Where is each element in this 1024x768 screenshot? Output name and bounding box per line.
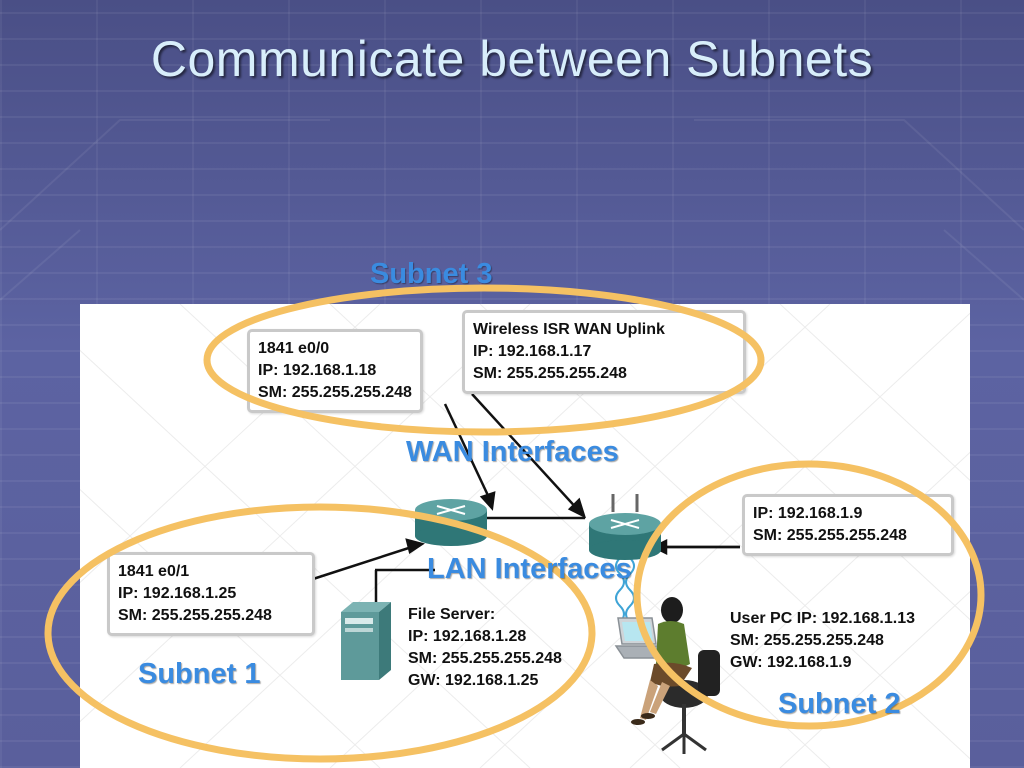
wan-interfaces-label: WAN Interfaces <box>406 436 619 468</box>
user-pc-info: User PC IP: 192.168.1.13 SM: 255.255.255… <box>730 608 915 674</box>
box-line: SM: 255.255.255.248 <box>118 607 272 624</box>
box-line: Wireless ISR WAN Uplink <box>473 321 665 338</box>
box-line: SM: 255.255.255.248 <box>408 650 562 667</box>
slide-title: Communicate between Subnets <box>150 31 874 87</box>
box-line: File Server: <box>408 606 496 623</box>
file-server-icon[interactable] <box>335 596 397 682</box>
box-line: IP: 192.168.1.9 <box>753 505 863 522</box>
subnet-2-label: Subnet 2 <box>778 688 901 720</box>
router-icon[interactable] <box>411 496 491 548</box>
subnet-3-label: Subnet 3 <box>370 258 493 290</box>
user-person-icon <box>631 597 720 754</box>
router-e0-0-box: 1841 e0/0 IP: 192.168.1.18 SM: 255.255.2… <box>247 329 423 413</box>
wireless-uplink-box: Wireless ISR WAN Uplink IP: 192.168.1.17… <box>462 310 746 394</box>
box-line: SM: 255.255.255.248 <box>258 384 412 401</box>
isr-lan-box: IP: 192.168.1.9 SM: 255.255.255.248 <box>742 494 954 556</box>
box-line: IP: 192.168.1.18 <box>258 362 377 379</box>
box-line: SM: 255.255.255.248 <box>730 632 884 649</box>
box-line: SM: 255.255.255.248 <box>753 527 907 544</box>
lan-interfaces-label: LAN Interfaces <box>427 553 632 585</box>
box-line: GW: 192.168.1.25 <box>408 672 539 689</box>
router-e0-1-box: 1841 e0/1 IP: 192.168.1.25 SM: 255.255.2… <box>107 552 315 636</box>
box-line: 1841 e0/0 <box>258 340 330 357</box>
box-line: IP: 192.168.1.17 <box>473 343 592 360</box>
box-line: 1841 e0/1 <box>118 563 190 580</box>
box-line: IP: 192.168.1.28 <box>408 628 527 645</box>
subnet-1-label: Subnet 1 <box>138 658 261 690</box>
box-line: SM: 255.255.255.248 <box>473 365 627 382</box>
file-server-info: File Server: IP: 192.168.1.28 SM: 255.25… <box>408 604 562 692</box>
box-line: User PC IP: 192.168.1.13 <box>730 610 916 627</box>
box-line: GW: 192.168.1.9 <box>730 654 852 671</box>
box-line: IP: 192.168.1.25 <box>118 585 237 602</box>
